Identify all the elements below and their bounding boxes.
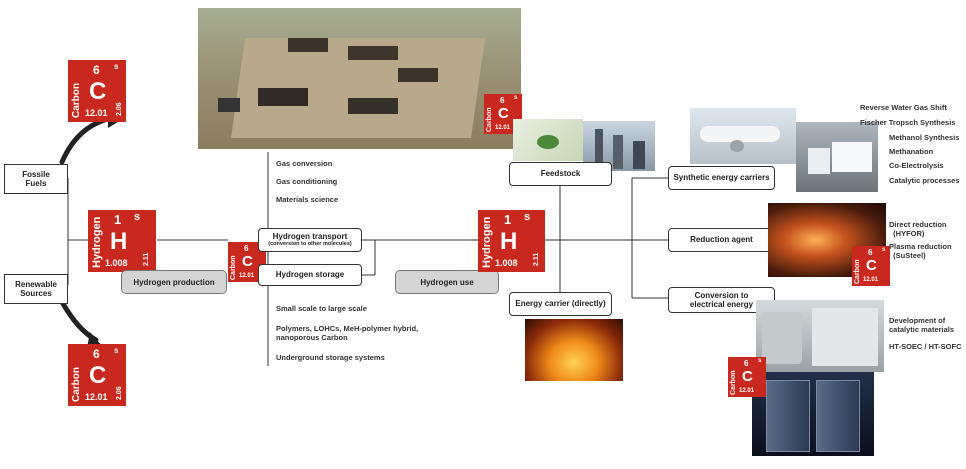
hydrogen-symbol: H: [110, 228, 128, 255]
hydrogen-electroneg: 2.11: [143, 252, 150, 266]
fossil-fuels-box[interactable]: Fossile Fuels: [4, 164, 68, 194]
reduction-item-0: Direct reduction (HYFOR): [889, 220, 947, 238]
synthetic-item-0: Reverse Water Gas Shift: [860, 103, 947, 112]
lower-item-0: Small scale to large scale: [276, 304, 367, 313]
carbon-orbit: s: [114, 346, 119, 355]
fossil-fuels-label: Fossile Fuels: [22, 169, 50, 188]
carbon-name: Carbon: [71, 83, 82, 118]
carbon-number: 6: [744, 359, 749, 368]
hydrogen-number: 1: [114, 212, 122, 227]
renewable-sources-label: Renewable Sources: [15, 279, 57, 298]
synthetic-energy-carriers-box[interactable]: Synthetic energy carriers: [668, 166, 775, 190]
feedstock-box[interactable]: Feedstock: [509, 162, 612, 186]
hydrogen-production-label: Hydrogen production: [133, 277, 215, 287]
synthetic-label: Synthetic energy carriers: [673, 173, 770, 183]
carbon-orbit: s: [758, 358, 762, 364]
carbon-tile-small-conversion: Carbon 6 s C 12.01: [728, 357, 766, 397]
hydrogen-electroneg: 2.11: [533, 252, 540, 266]
reduction-item-1: Plasma reduction (SuSteel): [889, 242, 952, 260]
carbon-symbol: C: [242, 253, 253, 270]
transport-title: Hydrogen transport: [272, 232, 348, 242]
hydrogen-tile-use: Hydrogen 1 s H 1.008 2.11: [478, 210, 545, 272]
hydrogen-name: Hydrogen: [481, 216, 493, 268]
hydrogen-symbol: H: [500, 228, 518, 255]
fuel-cell-stack-photo: [752, 372, 874, 456]
carbon-mass: 12.01: [739, 388, 755, 394]
carbon-mass: 12.01: [239, 273, 255, 279]
carbon-name: Carbon: [854, 259, 861, 285]
lower-item-1: Polymers, LOHCs, MeH-polymer hybrid, nan…: [276, 324, 419, 342]
hydrogen-transport-box[interactable]: Hydrogen transport (conversion to other …: [258, 228, 362, 252]
carbon-name: Carbon: [230, 255, 237, 281]
carbon-number: 6: [500, 96, 505, 105]
synthetic-item-3: Methanation: [889, 147, 934, 156]
carbon-symbol: C: [742, 368, 753, 385]
flame-photo: [525, 319, 623, 381]
hydrogen-use-box[interactable]: Hydrogen use: [395, 270, 499, 294]
synthetic-item-1: Fischer Tropsch Synthesis: [860, 118, 956, 127]
upper-item-2: Materials science: [276, 195, 339, 204]
electrolyzer-plant-photo: [756, 300, 884, 372]
carbon-name: Carbon: [730, 370, 737, 396]
carbon-name: Carbon: [486, 107, 493, 133]
carbon-electroneg: 2.06: [116, 102, 123, 116]
carbon-mass: 12.01: [85, 392, 108, 402]
carbon-number: 6: [93, 347, 100, 361]
upper-item-0: Gas conversion: [276, 159, 333, 168]
truck-photo: [796, 122, 878, 192]
hydrogen-number: 1: [504, 212, 512, 227]
upper-item-1: Gas conditioning: [276, 177, 338, 186]
carbon-number: 6: [244, 244, 249, 253]
hydrogen-orbit: s: [134, 211, 141, 223]
synthetic-item-4: Co-Electrolysis: [889, 161, 944, 170]
carbon-name: Carbon: [71, 367, 82, 402]
carbon-electroneg: 2.06: [116, 386, 123, 400]
transport-subtitle: (conversion to other molecules): [268, 241, 352, 248]
energy-carrier-box[interactable]: Energy carrier (directly): [509, 292, 612, 316]
carbon-symbol: C: [498, 105, 509, 122]
reduction-agent-box[interactable]: Reduction agent: [668, 228, 775, 252]
carbon-tile-top: Carbon 6 s C 12.01 2.06: [68, 60, 126, 122]
carbon-orbit: s: [514, 95, 518, 101]
synthetic-item-2: Methanol Synthesis: [889, 133, 960, 142]
synthetic-item-5: Catalytic processes: [889, 176, 960, 185]
energy-carrier-label: Energy carrier (directly): [515, 299, 606, 309]
airplane-photo: [690, 108, 796, 164]
storage-title: Hydrogen storage: [275, 270, 345, 280]
reduction-label: Reduction agent: [690, 235, 753, 245]
hydrogen-orbit: s: [524, 211, 531, 223]
carbon-symbol: C: [866, 257, 877, 274]
hydrogen-name: Hydrogen: [91, 216, 103, 268]
carbon-mass: 12.01: [495, 125, 511, 131]
conversion-label: Conversion to electrical energy: [689, 290, 754, 309]
carbon-number: 6: [868, 248, 873, 257]
carbon-tile-small-reduction: Carbon 6 s C 12.01: [852, 246, 890, 286]
conversion-electrical-box[interactable]: Conversion to electrical energy: [668, 287, 775, 313]
carbon-tile-bottom: Carbon 6 s C 12.01 2.06: [68, 344, 126, 406]
hydrogen-mass: 1.008: [105, 258, 128, 268]
carbon-symbol: C: [89, 78, 107, 105]
hydrogen-mass: 1.008: [495, 258, 518, 268]
carbon-orbit: s: [882, 247, 886, 253]
hydrogen-tile-production: Hydrogen 1 s H 1.008 2.11: [88, 210, 156, 272]
carbon-mass: 12.01: [863, 277, 879, 283]
carbon-symbol: C: [89, 362, 107, 389]
hydrogen-use-label: Hydrogen use: [420, 277, 474, 287]
hydrogen-production-box[interactable]: Hydrogen production: [121, 270, 227, 294]
renewable-sources-box[interactable]: Renewable Sources: [4, 274, 68, 304]
carbon-number: 6: [93, 63, 100, 77]
plant-hand-photo: [513, 119, 583, 161]
conversion-item-1: HT-SOEC / HT-SOFC: [889, 342, 962, 351]
carbon-orbit: s: [114, 62, 119, 71]
hydrogen-storage-box[interactable]: Hydrogen storage: [258, 264, 362, 286]
feedstock-label: Feedstock: [540, 169, 581, 179]
carbon-mass: 12.01: [85, 108, 108, 118]
aerial-field-photo: [198, 8, 521, 149]
conversion-item-0: Development of catalytic materials: [889, 316, 955, 334]
lower-item-2: Underground storage systems: [276, 353, 385, 362]
